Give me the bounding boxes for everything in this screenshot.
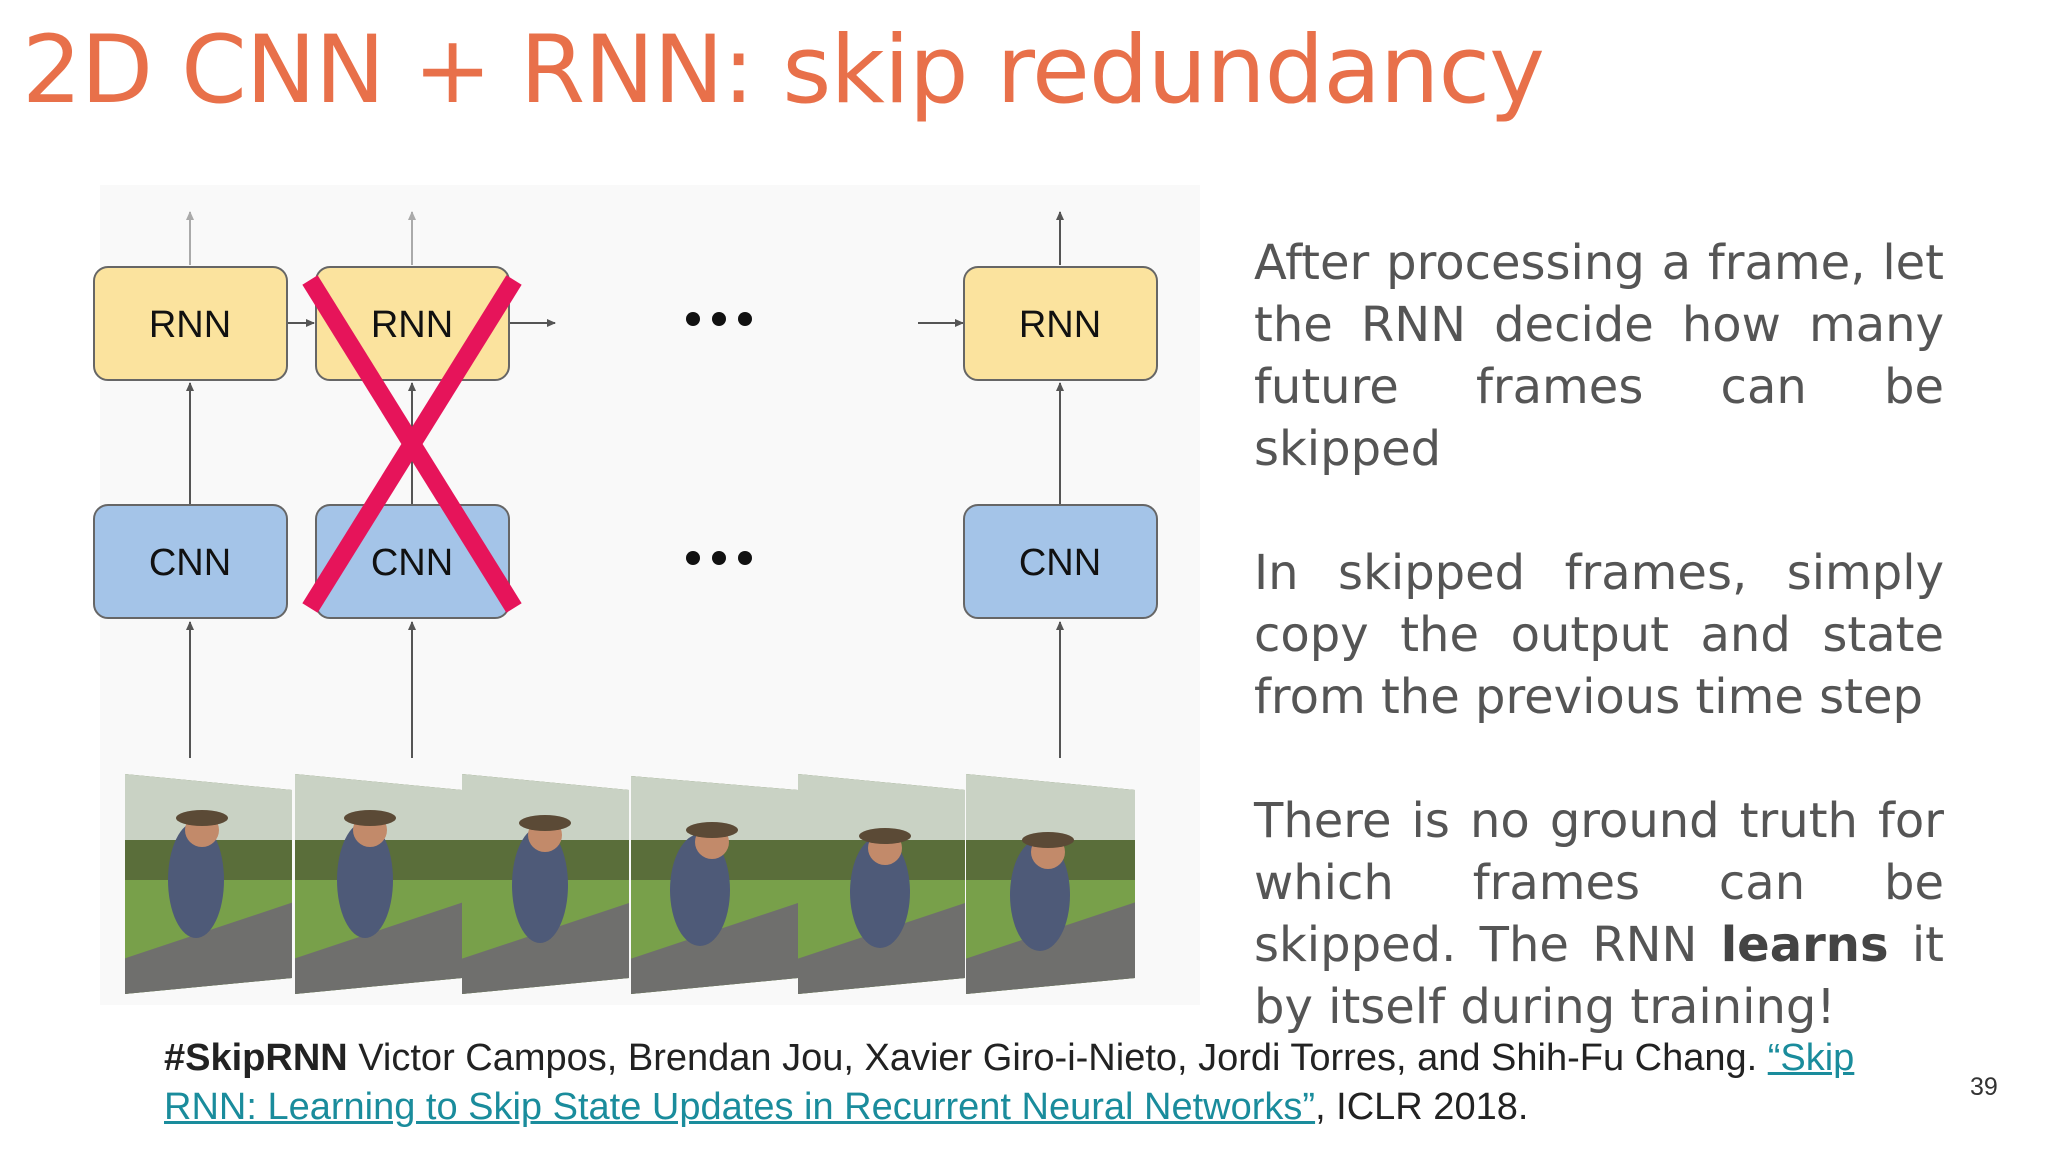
- cnn-label-3: CNN: [1019, 542, 1101, 584]
- page-number: 39: [1970, 1073, 1998, 1101]
- video-frame-3: [462, 774, 629, 994]
- skip-cross-icon: [302, 275, 522, 613]
- bullet-2: In skipped frames, simply copy the outpu…: [1254, 545, 1944, 725]
- video-frame-5: [798, 774, 965, 994]
- rnn-label-3: RNN: [1019, 304, 1101, 346]
- cnn-label-2: CNN: [371, 542, 453, 584]
- ellipsis-rnn-row: [686, 312, 752, 326]
- rnn-label-1: RNN: [149, 304, 231, 346]
- bullet-1: After processing a frame, let the RNN de…: [1254, 235, 1944, 477]
- slide-title: 2D CNN + RNN: skip redundancy: [22, 16, 1545, 125]
- cnn-label-1: CNN: [149, 542, 231, 584]
- bullet-3: There is no ground truth for which frame…: [1254, 790, 1944, 1038]
- paper-link[interactable]: “Skip RNN: Learning to Skip State Update…: [164, 1037, 1855, 1128]
- citation-tag: #SkipRNN: [164, 1037, 348, 1079]
- bullet-3-post: it by itself during training!: [1254, 917, 1944, 1035]
- cnn-box-3: [963, 504, 1158, 619]
- video-frame-1: [125, 774, 292, 994]
- explanation-text: After processing a frame, let the RNN de…: [1254, 232, 1944, 1100]
- rnn-box-3: [963, 266, 1158, 381]
- citation-venue: , ICLR 2018.: [1315, 1086, 1529, 1128]
- rnn-label-2: RNN: [371, 304, 453, 346]
- video-frame-2: [295, 774, 462, 994]
- bullet-3-bold: learns: [1720, 917, 1889, 973]
- rnn-box-1: [93, 266, 288, 381]
- citation: #SkipRNN Victor Campos, Brendan Jou, Xav…: [164, 1034, 1944, 1132]
- bullet-3-pre: There is no ground truth for which frame…: [1254, 793, 1944, 973]
- video-frame-6: [966, 774, 1135, 994]
- cnn-box-1: [93, 504, 288, 619]
- video-frame-4: [631, 776, 798, 994]
- ellipsis-cnn-row: [686, 551, 752, 565]
- citation-authors: Victor Campos, Brendan Jou, Xavier Giro-…: [347, 1037, 1768, 1079]
